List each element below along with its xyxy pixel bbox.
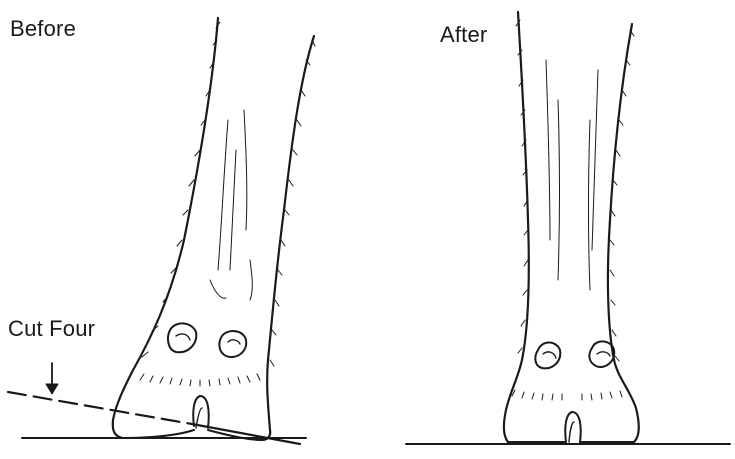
before-leg (113, 18, 315, 440)
after-leg (504, 12, 639, 442)
cut-arrow (46, 363, 58, 394)
